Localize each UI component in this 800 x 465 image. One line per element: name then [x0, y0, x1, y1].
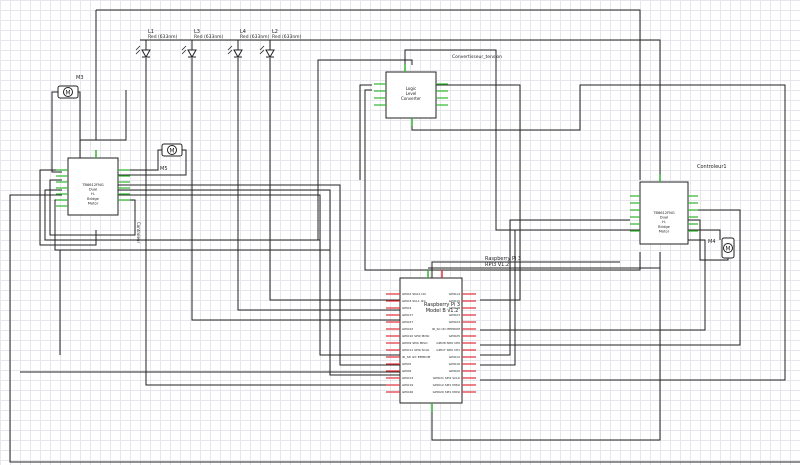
title-line: Dual: [89, 188, 97, 192]
rpi-left-pin-label: ID_SD I2C EEPROM: [402, 355, 431, 359]
motor-m4-ref: M4: [708, 239, 716, 245]
motor-m5[interactable]: M M5: [160, 143, 183, 172]
driver-left-ref: Controleur: [136, 222, 141, 243]
rpi-left-pin-label: GPIO19: [402, 383, 413, 387]
rpi-right-pin-label: GPIO18: [449, 306, 460, 310]
title-line: TB6612FNG: [81, 183, 104, 187]
motor-m5-ref: M5: [160, 166, 168, 172]
rpi-right-pin-label: GPIO12 SPI1 MISO: [433, 383, 461, 387]
led-ref: L2: [272, 29, 278, 35]
rpi-left-pin-label: GPIO13: [402, 376, 413, 380]
motor-m4[interactable]: M M4: [708, 237, 735, 259]
led-ref: L3: [194, 29, 200, 35]
led-ref: L4: [240, 29, 246, 35]
title-line: Motor: [88, 201, 99, 205]
motor-m5-letter: M: [169, 148, 174, 155]
driver-right-ref: Controleur1: [697, 164, 727, 170]
title-line: Dual: [660, 216, 668, 220]
title-line: Level: [406, 91, 417, 96]
title-line: Converter: [401, 96, 421, 101]
rpi-left-pin-label: GPIO4: [402, 306, 411, 310]
rpi-sub: RPI3 V1.2: [485, 262, 509, 268]
led-ref: L1: [148, 29, 154, 35]
motor-m3[interactable]: M M3: [57, 75, 84, 99]
driver-right[interactable]: [639, 181, 689, 245]
rpi-left-pin-label: GPIO5: [402, 362, 411, 366]
rpi-title: Raspberry Pi 3: [424, 302, 460, 308]
logic-converter[interactable]: [385, 71, 437, 119]
title-line: Logic: [406, 86, 416, 91]
led-name: Red (633nm): [272, 34, 302, 40]
rpi-left-pin-label: GPIO11 SPI0 SCLK: [402, 348, 430, 352]
pin-stubs: [56, 64, 698, 412]
title-line: Motor: [659, 229, 670, 233]
rpi-left-pin-label: GPIO10 SPI0 MOSI: [402, 334, 429, 338]
rpi-left-pin-label: GPIO2 SDA1 I2C: [402, 292, 426, 296]
rpi-left-pin-label: GPIO22: [402, 327, 413, 331]
title-line: TB6612FNG: [652, 211, 675, 215]
rpi-left-pin-label: GPIO3 SCL1 I2C: [402, 299, 426, 303]
rpi-right-pin-label: GPIO20: [449, 369, 460, 373]
rpi-right-pin-label: GPIO25: [449, 334, 460, 338]
rpi-left-pin-label: GPIO26: [402, 390, 413, 394]
rpi-ref: Raspberry Pi 3: [485, 256, 521, 262]
led-name: Red (633nm): [194, 34, 224, 40]
rpi-right-pin-label: GPIO14: [449, 292, 460, 296]
motor-m3-letter: M: [65, 90, 70, 97]
led-name: Red (633nm): [240, 34, 270, 40]
raspberry-pi-board[interactable]: [399, 277, 463, 404]
logic-ref: Convertisseur_tension: [452, 54, 502, 60]
rpi-right-pin-label: GPIO21 SPI1 SCLK: [433, 376, 461, 380]
driver-left[interactable]: [67, 157, 119, 216]
title-line: Bridge: [658, 225, 671, 229]
rpi-right-pin-label: GPIO8 SPI0 CE0: [436, 341, 460, 345]
rpi-right-pin-label: GPIO24: [449, 320, 460, 324]
rpi-right-pin-label: GPIO20 SPI1 MOSI: [433, 390, 460, 394]
rpi-right-pin-label: ID_SC I2C EEPROM: [432, 327, 461, 331]
rpi-right-pin-label: GPIO7 SPI0 CE1: [436, 348, 460, 352]
title-line: Bridge: [87, 197, 100, 201]
rpi-model: Model B v1.2: [426, 308, 459, 314]
rpi-left-pin-label: GPIO17: [402, 313, 413, 317]
motor-m3-ref: M3: [76, 75, 84, 81]
rpi-left-pin-label: GPIO9 SPI0 MISO: [402, 341, 428, 345]
wires: [9, 9, 800, 463]
rpi-right-pin-label: GPIO16: [449, 362, 460, 366]
motor-m4-letter: M: [725, 246, 730, 253]
rpi-right-pin-label: GPIO23: [449, 313, 460, 317]
title-line: H-: [91, 192, 96, 196]
rpi-right-pin-label: GPIO15: [449, 299, 460, 303]
rpi-right-pin-label: GPIO12: [449, 355, 460, 359]
rpi-left-pin-label: GPIO6: [402, 369, 411, 373]
rpi-left-pin-label: GPIO27: [402, 320, 413, 324]
led-name: Red (633nm): [148, 34, 178, 40]
title-line: H-: [662, 220, 667, 224]
